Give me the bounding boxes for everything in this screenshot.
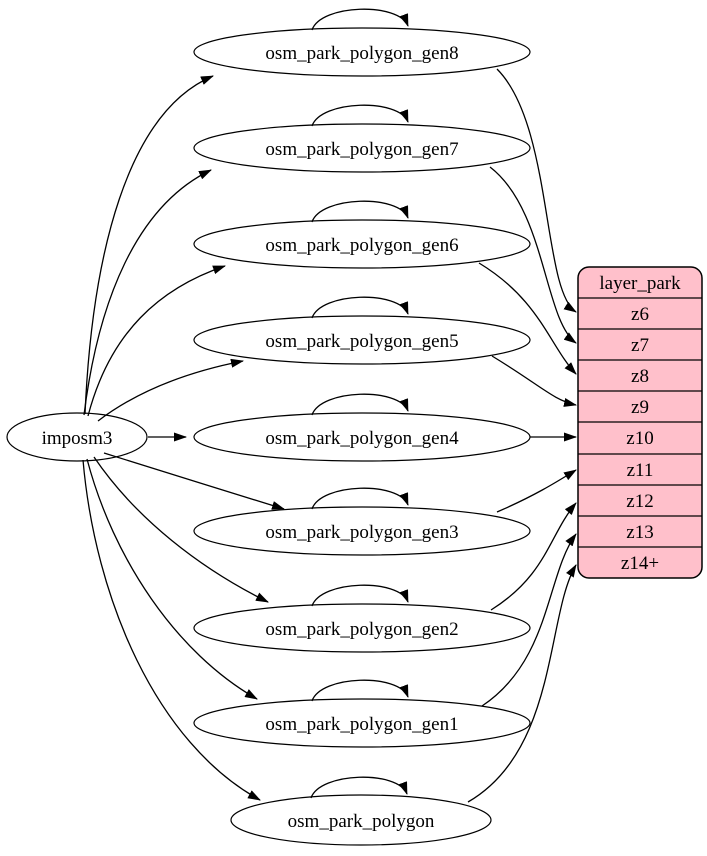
node-osm-park-polygon-gen7 — [193, 123, 531, 173]
gen7-ellipse — [193, 123, 531, 173]
gen4-label: osm_park_polygon_gen4 — [265, 428, 459, 449]
gen7-label: osm_park_polygon_gen7 — [265, 139, 458, 160]
gen2-label: osm_park_polygon_gen2 — [265, 619, 458, 640]
gen1-ellipse — [193, 698, 531, 748]
record-row-z14plus: z14+ — [621, 553, 659, 574]
edges-self-loops — [310, 8, 409, 799]
record-row-z7: z7 — [631, 335, 649, 356]
gen8-label: osm_park_polygon_gen8 — [265, 43, 458, 64]
node-osm-park-polygon-gen5 — [193, 315, 531, 365]
edges-to-layer — [467, 68, 577, 803]
self-loop-gen7 — [311, 104, 409, 127]
edge-polygon-to-z14plus — [467, 564, 577, 803]
gen6-label: osm_park_polygon_gen6 — [265, 235, 458, 256]
record-row-z6: z6 — [631, 304, 649, 325]
record-row-z10: z10 — [626, 428, 653, 449]
record-layer-park — [577, 266, 703, 579]
gen8-ellipse — [193, 27, 531, 77]
edge-gen5-to-z9 — [491, 355, 577, 407]
self-loop-gen3 — [311, 487, 409, 510]
gen3-label: osm_park_polygon_gen3 — [265, 522, 458, 543]
edge-gen6-to-z8 — [478, 262, 577, 375]
gen2-ellipse — [193, 603, 531, 653]
gen5-label: osm_park_polygon_gen5 — [265, 331, 458, 352]
self-loop-polygon — [310, 776, 408, 799]
record-row-z12: z12 — [626, 491, 653, 512]
gen5-ellipse — [193, 315, 531, 365]
node-osm-park-polygon — [230, 794, 492, 846]
edge-gen1-to-z13 — [481, 533, 577, 707]
edge-imposm3-to-gen1 — [86, 458, 258, 700]
self-loop-gen8 — [311, 8, 409, 31]
edge-imposm3-to-gen3 — [103, 452, 285, 510]
record-labels: layer_park z6 z7 z8 z9 z10 z11 z12 z13 z… — [599, 273, 681, 574]
edge-imposm3-to-gen2 — [93, 456, 269, 603]
node-osm-park-polygon-gen8 — [193, 27, 531, 77]
edge-imposm3-to-gen7 — [83, 169, 212, 416]
node-osm-park-polygon-gen2 — [193, 603, 531, 653]
gen3-ellipse — [193, 506, 531, 556]
imposm3-label: imposm3 — [42, 428, 113, 449]
node-imposm3 — [6, 412, 148, 462]
self-loop-gen1 — [311, 679, 409, 702]
edge-imposm3-to-gen8 — [84, 75, 214, 415]
self-loop-gen4 — [311, 393, 409, 416]
edge-imposm3-to-gen5 — [97, 358, 244, 422]
edge-imposm3-to-polygon — [82, 459, 261, 801]
edges-from-source — [82, 75, 285, 801]
layer-park-title: layer_park — [599, 273, 681, 294]
self-loop-gen5 — [311, 296, 409, 319]
polygon-ellipse — [230, 794, 492, 846]
node-labels: imposm3 osm_park_polygon_gen8 osm_park_p… — [42, 43, 459, 832]
gen6-ellipse — [193, 219, 531, 269]
self-loop-gen2 — [311, 584, 409, 607]
edge-gen8-to-z6 — [496, 68, 577, 313]
node-osm-park-polygon-gen1 — [193, 698, 531, 748]
record-row-z11: z11 — [627, 460, 654, 481]
gen1-label: osm_park_polygon_gen1 — [265, 714, 458, 735]
edge-gen3-to-z11 — [496, 469, 577, 513]
edge-imposm3-to-gen6 — [87, 265, 226, 417]
polygon-label: osm_park_polygon — [288, 811, 435, 832]
imposm3-ellipse — [6, 412, 148, 462]
edge-gen7-to-z7 — [489, 166, 577, 344]
edge-gen2-to-z12 — [490, 502, 577, 611]
node-osm-park-polygon-gen6 — [193, 219, 531, 269]
record-row-z8: z8 — [631, 366, 649, 387]
self-loop-gen6 — [311, 200, 409, 223]
node-osm-park-polygon-gen3 — [193, 506, 531, 556]
record-row-z9: z9 — [631, 397, 649, 418]
record-row-z13: z13 — [626, 522, 653, 543]
